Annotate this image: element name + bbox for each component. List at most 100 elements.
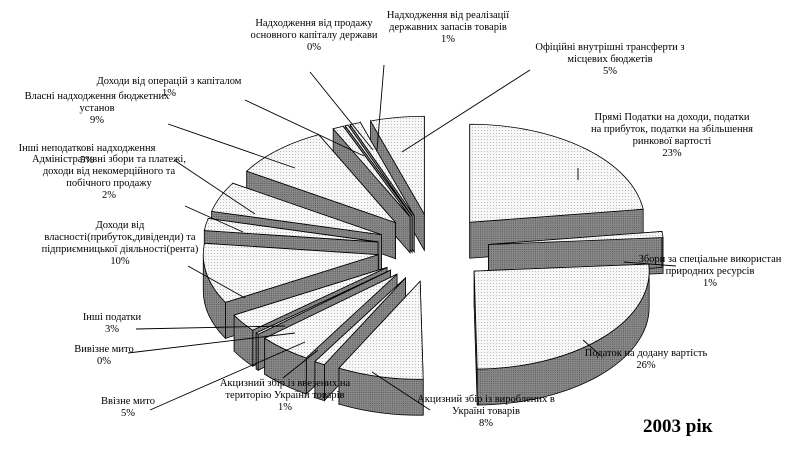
slice-pct-0: 23% (662, 148, 682, 159)
slice-label-9: Адміністративні збори та платежі,доходи … (32, 154, 186, 201)
slice-pct-9: 2% (102, 190, 116, 201)
slice-label-line-14-0: Надходження від реалізації (387, 10, 509, 21)
leader-line-13 (309, 71, 374, 151)
slice-label-line-4-0: Акцизний збір із ввезених на (220, 378, 351, 389)
slice-top-4 (314, 277, 406, 366)
slice-pct-2: 26% (636, 360, 656, 371)
slice-label-line-9-1: доходи від некомерційного та (43, 166, 176, 177)
slice-top-13 (344, 124, 413, 217)
slice-label-line-1-1: природних ресурсів (666, 266, 755, 277)
leader-line-4 (282, 349, 319, 379)
leader-line-10 (173, 159, 256, 215)
leader-line-11 (167, 123, 296, 169)
slice-top-7 (233, 266, 388, 331)
slice-label-line-13-0: Надходження від продажу (255, 18, 373, 29)
slice-label-line-11-1: установ (79, 103, 114, 114)
slice-label-line-0-0: Прямі Податки на доходи, податки (595, 112, 750, 123)
slice-label-line-9-2: побічного продажу (66, 178, 152, 189)
slice-2 (473, 263, 650, 406)
slice-top-14 (349, 122, 415, 217)
leader-line-1 (623, 261, 677, 267)
slice-label-line-3-1: Україні товарів (452, 406, 520, 417)
slice-pct-13: 0% (307, 42, 321, 53)
leader-line-5 (149, 341, 306, 411)
slice-top-6 (255, 269, 391, 335)
slice-top-1 (488, 231, 664, 245)
slice-pct-11: 9% (90, 115, 104, 126)
slice-pct-3: 8% (479, 418, 493, 429)
slice-top-2 (473, 263, 650, 370)
slice-label-line-2-0: Податок на додану вартість (585, 348, 708, 359)
leader-line-8 (187, 265, 246, 299)
slice-pct-6: 0% (97, 356, 111, 367)
slice-top-9 (203, 218, 379, 243)
slice-pct-4: 1% (278, 402, 292, 413)
slice-side-6 (255, 332, 259, 372)
slice-label-line-10-0: Інші неподаткові надходження (19, 143, 156, 154)
leader-line-9 (184, 205, 244, 233)
slice-pct-1: 1% (703, 278, 717, 289)
slice-pct-15: 5% (603, 66, 617, 77)
slice-top-5 (263, 273, 398, 359)
slice-top-12 (332, 125, 411, 218)
leader-line-14 (376, 64, 385, 151)
slice-label-line-9-0: Адміністративні збори та платежі, (32, 154, 186, 165)
slice-label-line-15-0: Офіційні внутрішні трансферти з (535, 42, 684, 53)
chart-title: 2003 рік (643, 416, 713, 437)
slice-pct-14: 1% (441, 34, 455, 45)
leader-line-3 (371, 371, 431, 411)
slice-3 (338, 280, 424, 416)
slice-label-line-1-0: Збори за спеціальне використан (639, 254, 782, 265)
slice-label-line-15-1: місцевих бюджетів (567, 54, 652, 65)
leader-line-6 (127, 332, 296, 354)
leader-line-15 (401, 69, 531, 153)
leader-line-7 (135, 325, 286, 330)
slice-top-10 (211, 182, 382, 236)
slice-pct-10: 5% (80, 155, 94, 166)
slice-label-line-12-0: Доходи від операцій з капіталом (97, 76, 242, 87)
slice-label-line-0-2: ринкової вартості (633, 136, 712, 147)
slice-top-8 (202, 242, 379, 303)
slice-label-line-14-1: державних запасів товарів (389, 22, 507, 33)
slice-top-0 (469, 123, 644, 223)
slice-label-line-5-0: Ввізне мито (101, 396, 155, 407)
slice-label-line-3-0: Акцизний збір із вироблених в (417, 394, 555, 405)
slice-pct-5: 5% (121, 408, 135, 419)
slice-label-line-4-1: територію України товарів (225, 390, 344, 401)
leader-line-2 (582, 339, 601, 356)
slice-label-line-8-1: власності(прибуток,дивіденди) та (44, 232, 196, 243)
leader-line-12 (244, 99, 365, 157)
slice-top-15 (369, 115, 425, 216)
slice-pct-12: 1% (162, 88, 176, 99)
slice-label-line-11-0: Власні надходження бюджетних (25, 91, 171, 102)
slice-label-line-13-1: основного капіталу держави (250, 30, 377, 41)
slice-label-line-8-2: підприємницької діяльності(рента) (42, 244, 199, 255)
slice-label-line-8-0: Доходи від (96, 220, 145, 231)
slice-label-line-7-0: Інші податки (83, 312, 142, 323)
slice-sides (202, 115, 664, 416)
slice-top-11 (245, 134, 397, 224)
slice-pct-7: 3% (105, 324, 119, 335)
slice-pct-8: 10% (110, 256, 130, 267)
slice-label-line-6-0: Вивізне мито (74, 344, 134, 355)
slice-label-line-0-1: на прибуток, податки на збільшення (591, 124, 753, 135)
leader-lines (127, 64, 677, 411)
